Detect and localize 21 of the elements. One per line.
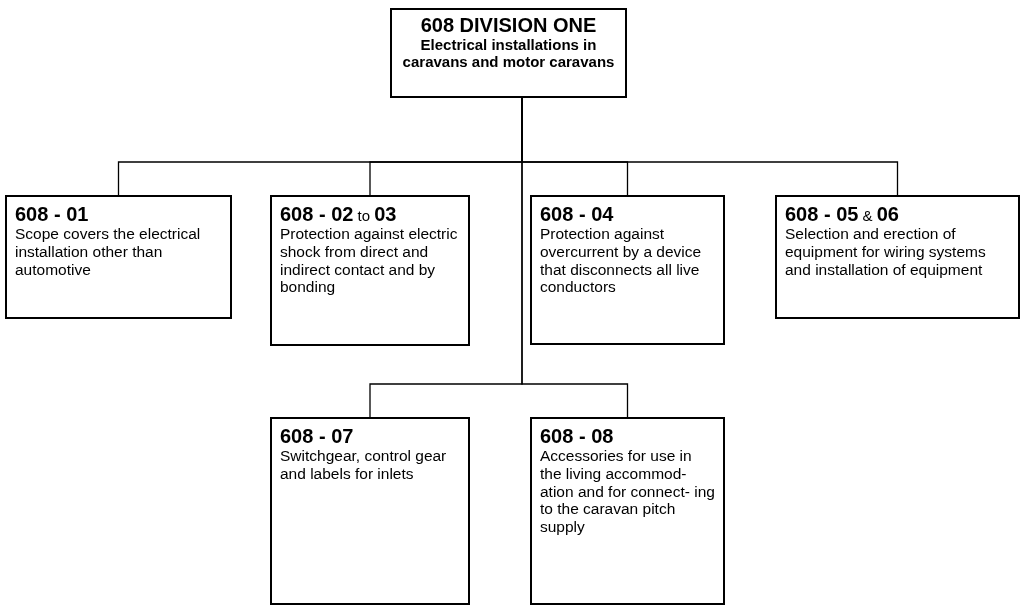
text-box: [270, 195, 470, 346]
section-description: Accessories for use in the living accommod- ation and for connect- ing to the caravan pitch supply: [540, 447, 715, 537]
text-box: [775, 195, 1020, 319]
section-heading: 608 - 01: [15, 203, 90, 225]
section-description: Protection against electric shock from direct and indirect contact and by bonding: [280, 225, 459, 297]
section-description: Scope covers the electrical installation other than automotive: [15, 225, 202, 279]
text-box: [530, 417, 725, 605]
section-heading: 608 - 05 & 06: [785, 203, 900, 225]
text-box: [530, 195, 725, 345]
text-box: [5, 195, 232, 319]
section-description: Switchgear, control gear and labels for inlets: [280, 447, 448, 483]
text-box: [270, 417, 470, 605]
section-description: Selection and erection of equipment for wiring systems and installation of equipment: [785, 225, 987, 279]
section-description: Protection against overcurrent by a device that disconnects all live conductors: [540, 225, 703, 297]
section-description: Electrical installations in caravans and motor caravans: [401, 36, 616, 71]
section-heading: 608 - 02 to 03: [280, 203, 398, 225]
section-heading: 608 - 07: [280, 425, 355, 447]
text-box: [390, 8, 627, 98]
section-heading: 608 - 08: [540, 425, 615, 447]
section-heading: 608 DIVISION ONE: [419, 14, 598, 36]
section-heading: 608 - 04: [540, 203, 615, 225]
